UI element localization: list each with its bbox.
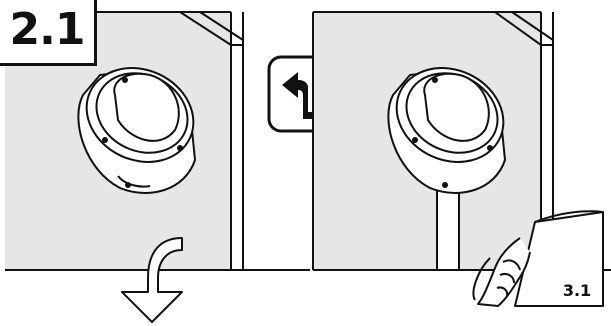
dome-camera-left-icon — [77, 67, 197, 194]
hand-turning-page-icon — [472, 210, 604, 307]
step-number-label: 2.1 — [0, 0, 97, 66]
next-page-reference: 3.1 — [562, 281, 592, 300]
down-arrow-icon — [121, 237, 183, 323]
dome-camera-right-icon — [387, 67, 507, 194]
